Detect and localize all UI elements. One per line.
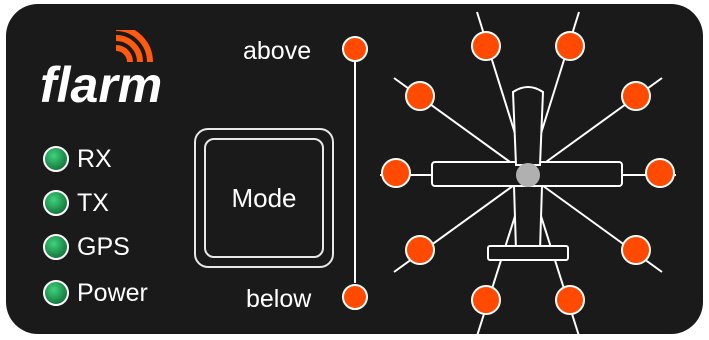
direction-leds xyxy=(381,31,675,315)
direction-led-icon xyxy=(621,81,651,111)
below-led-icon xyxy=(342,284,368,310)
direction-led-icon xyxy=(381,158,411,188)
mode-button-inner: Mode xyxy=(204,138,324,258)
green-led-icon xyxy=(43,146,69,172)
wave-icon xyxy=(115,45,133,63)
direction-led-icon xyxy=(471,285,501,315)
flarm-logo: flarm xyxy=(40,30,162,113)
direction-led-icon xyxy=(471,31,501,61)
wave-icon xyxy=(115,30,153,63)
status-led-gps: GPS xyxy=(43,232,130,262)
led-label: Power xyxy=(77,279,148,307)
direction-led-icon xyxy=(405,81,435,111)
green-led-icon xyxy=(43,280,69,306)
led-label: RX xyxy=(77,145,112,173)
green-led-icon xyxy=(43,190,69,216)
direction-led-icon xyxy=(555,31,585,61)
direction-led-icon xyxy=(645,158,675,188)
status-led-power: Power xyxy=(43,278,148,308)
wave-icon xyxy=(115,35,143,63)
below-label: below xyxy=(246,285,312,313)
above-led-icon xyxy=(342,36,368,62)
green-led-icon xyxy=(43,234,69,260)
status-led-tx: TX xyxy=(43,188,109,218)
mode-button[interactable]: Mode xyxy=(194,128,334,268)
led-label: GPS xyxy=(77,233,130,261)
direction-led-icon xyxy=(555,285,585,315)
direction-led-icon xyxy=(621,235,651,265)
direction-led-icon xyxy=(405,235,435,265)
own-aircraft-dot-icon xyxy=(516,163,540,187)
led-label: TX xyxy=(77,189,109,217)
mode-button-label: Mode xyxy=(231,182,297,213)
above-label: above xyxy=(243,37,312,65)
status-led-rx: RX xyxy=(43,144,112,174)
logo-text: flarm xyxy=(40,57,162,113)
